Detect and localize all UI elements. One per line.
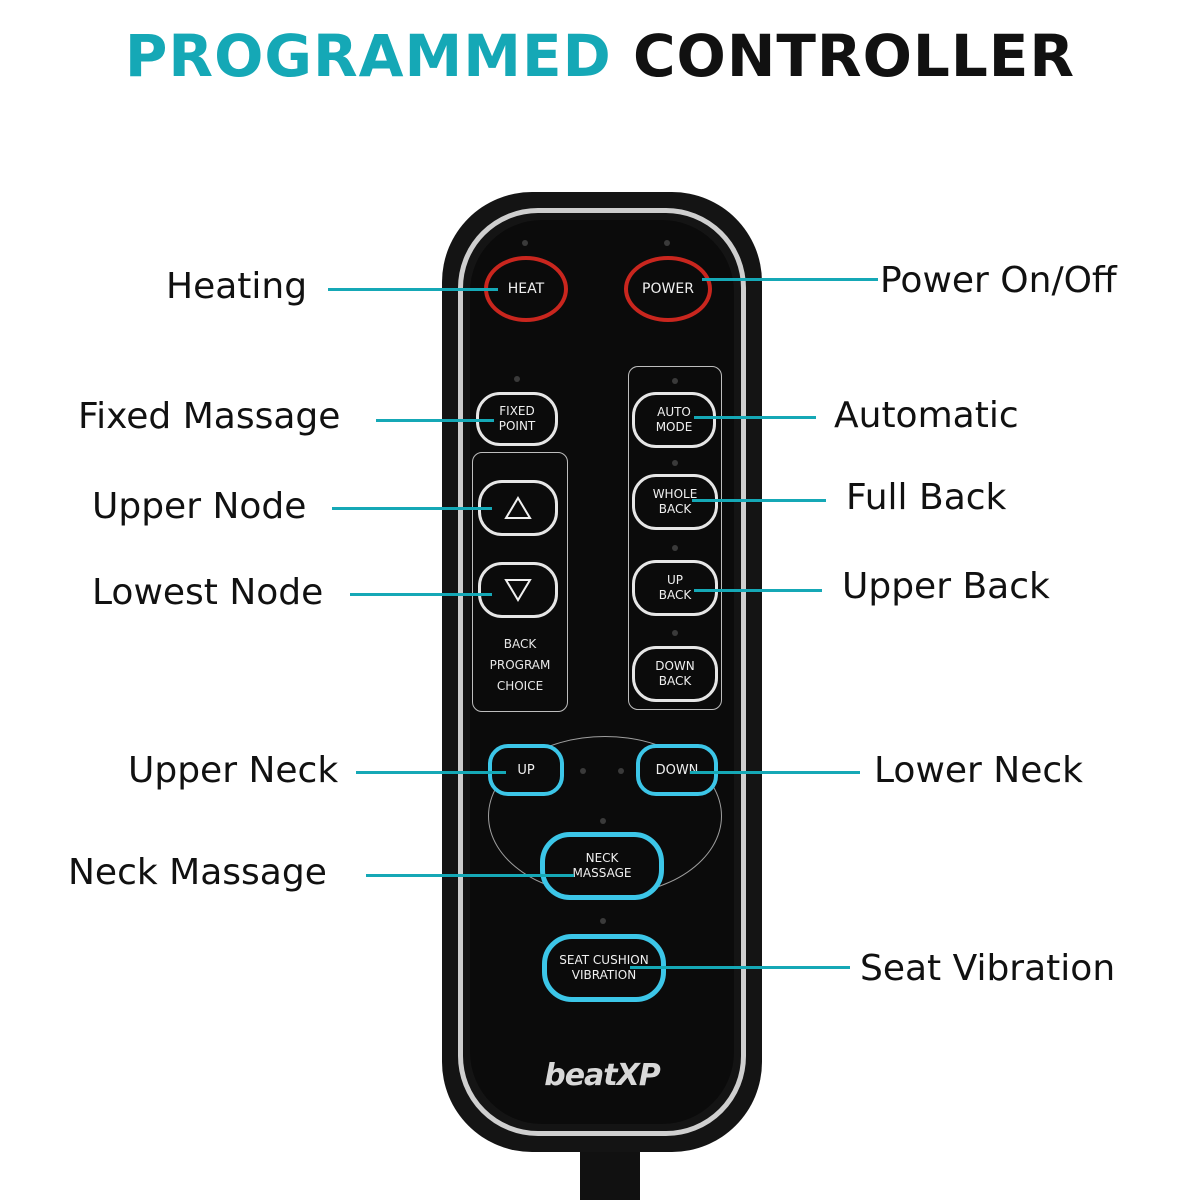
leader-lowest-node [350,593,492,596]
down-back-led [672,630,678,636]
up-back-line1: UP [666,573,683,587]
label-neck-massage: Neck Massage [68,852,327,893]
leader-neck-massage [366,874,574,877]
mode-group [628,366,722,710]
power-button[interactable]: POWER [624,256,712,322]
leader-upper-neck [356,771,506,774]
seat-vibration-line2: VIBRATION [571,968,637,982]
heat-button[interactable]: HEAT [484,256,568,322]
power-button-label: POWER [642,280,694,297]
neck-up-led [580,768,586,774]
down-back-button[interactable]: DOWN BACK [632,646,718,702]
back-program-caption: BACK PROGRAM CHOICE [472,634,568,697]
label-lower-neck: Lower Neck [874,750,1084,791]
heat-led [522,240,528,246]
up-back-button[interactable]: UP BACK [632,560,718,616]
label-fixed-massage: Fixed Massage [78,396,341,437]
whole-back-line2: BACK [658,502,692,516]
whole-back-button[interactable]: WHOLE BACK [632,474,718,530]
neck-massage-button[interactable]: NECK MASSAGE [540,832,664,900]
title-accent: PROGRAMMED [124,22,612,90]
title-main: CONTROLLER [632,22,1076,90]
fixed-point-line1: FIXED [499,404,535,418]
back-program-group [472,452,568,712]
neck-massage-line2: MASSAGE [572,866,632,880]
whole-back-line1: WHOLE [652,487,698,501]
label-power: Power On/Off [880,260,1117,301]
auto-mode-line2: MODE [655,420,693,434]
label-lowest-node: Lowest Node [92,572,324,613]
triangle-down-icon [504,579,532,602]
leader-fixed-massage [376,419,494,422]
whole-back-led [672,460,678,466]
leader-automatic [694,416,816,419]
brand-logo: beatXP [544,1058,661,1093]
lowest-node-button[interactable] [478,562,558,618]
remote-rim [458,208,746,1136]
label-full-back: Full Back [846,477,1007,518]
fixed-point-led [514,376,520,382]
label-seat-vibration: Seat Vibration [860,948,1116,989]
leader-seat-vibration [630,966,850,969]
neck-down-label: DOWN [655,762,699,778]
power-led [664,240,670,246]
seat-led [600,918,606,924]
caption-line3: CHOICE [496,679,544,693]
down-back-line1: DOWN [655,659,695,673]
up-back-led [672,545,678,551]
auto-mode-line1: AUTO [657,405,691,419]
label-heating: Heating [166,266,308,307]
auto-mode-led [672,378,678,384]
heat-button-label: HEAT [507,280,545,297]
page-title: PROGRAMMED CONTROLLER [0,22,1200,90]
neck-down-button[interactable]: DOWN [636,744,718,796]
leader-power [702,278,878,281]
down-back-line2: BACK [658,674,692,688]
neck-down-led [618,768,624,774]
leader-lower-neck [690,771,860,774]
leader-upper-back [694,589,822,592]
leader-upper-node [332,507,492,510]
caption-line2: PROGRAM [489,658,551,672]
remote-cable [580,1150,640,1200]
label-upper-node: Upper Node [92,486,307,527]
up-back-line2: BACK [658,588,692,602]
seat-vibration-line1: SEAT CUSHION [559,953,649,967]
label-upper-back: Upper Back [842,566,1050,607]
triangle-up-icon [504,496,532,519]
leader-full-back [692,499,826,502]
neck-massage-line1: NECK [585,851,619,865]
leader-heating [328,288,498,291]
neck-up-label: UP [517,762,535,778]
caption-line1: BACK [503,637,537,651]
neck-massage-led [600,818,606,824]
label-upper-neck: Upper Neck [128,750,339,791]
auto-mode-button[interactable]: AUTO MODE [632,392,716,448]
label-automatic: Automatic [834,395,1019,436]
fixed-point-line2: POINT [498,419,536,433]
neck-up-button[interactable]: UP [488,744,564,796]
